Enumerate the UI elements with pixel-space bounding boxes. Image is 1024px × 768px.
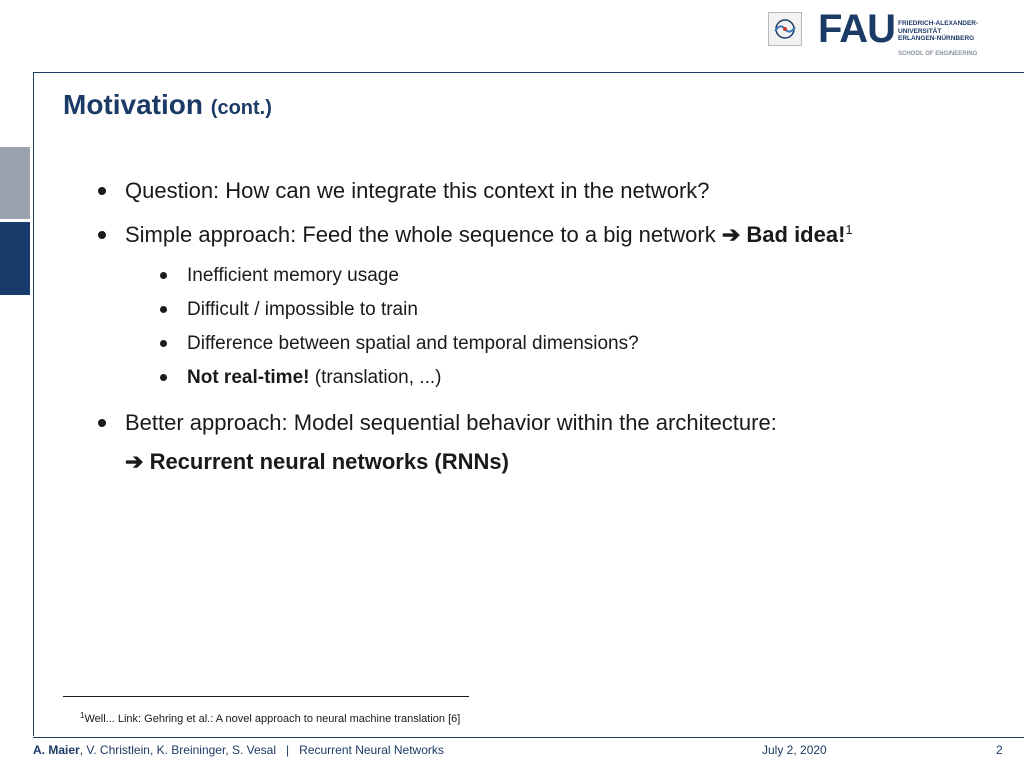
co-authors: , V. Christlein, K. Breininger, S. Vesal [79,743,277,757]
bullet-dot-icon [160,306,167,313]
sub-bullet-text: Difficult / impossible to train [187,299,418,320]
fau-wordmark: FAU [818,7,896,51]
bullet-list: Question: How can we integrate this cont… [95,175,995,478]
sub-bullet-text: (translation, ...) [314,367,442,388]
bullet-dot-icon [160,340,167,347]
bullet-question: Question: How can we integrate this cont… [95,175,995,207]
bullet-text: Question: How can we integrate this cont… [125,178,710,203]
footnote-text: Well... Link: Gehring et al.: A novel ap… [84,713,461,725]
bullet-dot-icon [98,231,106,239]
university-line-2: UNIVERSITÄT [898,27,942,35]
arrow-icon: ➔ [721,222,741,247]
footer-separator: | [286,743,290,757]
sub-bullet-text: Difference between spatial and temporal … [187,333,639,354]
sub-bullet-list: Inefficient memory usage Difficult / imp… [95,259,995,395]
university-name: FRIEDRICH-ALEXANDER- UNIVERSITÄT ERLANGE… [898,20,978,43]
course-title: Recurrent Neural Networks [299,743,444,757]
rnn-highlight: Recurrent neural networks (RNNs) [149,449,509,474]
footnote: 1Well... Link: Gehring et al.: A novel a… [80,711,461,726]
sub-bullet-realtime: Not real-time! (translation, ...) [157,361,995,395]
title-suffix: (cont.) [210,97,272,119]
footer-rule [33,737,1024,738]
sub-bullet-train: Difficult / impossible to train [157,293,995,327]
bullet-dot-icon [98,419,106,427]
fau-logo: FAU FRIEDRICH-ALEXANDER- UNIVERSITÄT ERL… [766,7,1006,62]
bullet-bold-text: Bad idea! [746,222,846,247]
sub-bullet-bold-text: Not real-time! [187,367,310,388]
slide-frame [33,72,1024,736]
footnote-mark: 1 [80,711,85,720]
bullet-dot-icon [160,374,167,381]
side-tab-grey [0,147,30,219]
footnote-ref: 1 [845,222,853,237]
emblem-icon [768,12,802,46]
footnote-rule [63,696,469,697]
bullet-better-approach: Better approach: Model sequential behavi… [95,407,995,439]
bullet-dot-icon [160,272,167,279]
slide-title: Motivation (cont.) [63,89,272,121]
lead-author: A. Maier [33,743,80,757]
school-name: SCHOOL OF ENGINEERING [898,51,978,57]
bullet-continuation: ➔ Recurrent neural networks (RNNs) [95,446,995,478]
footer: A. Maier, V. Christlein, K. Breininger, … [33,743,1003,757]
bullet-simple-approach: Simple approach: Feed the whole sequence… [95,219,995,251]
sub-bullet-dimensions: Difference between spatial and temporal … [157,327,995,361]
arrow-icon: ➔ [125,449,144,474]
university-line-3: ERLANGEN-NÜRNBERG [898,35,975,42]
side-tab-blue [0,222,30,295]
bullet-text: Simple approach: Feed the whole sequence… [125,222,716,247]
bullet-text: Better approach: Model sequential behavi… [125,410,777,435]
page-number: 2 [996,743,1003,757]
slide-date: July 2, 2020 [762,743,827,757]
title-main: Motivation [63,89,203,120]
sub-bullet-memory: Inefficient memory usage [157,259,995,293]
university-line-1: FRIEDRICH-ALEXANDER- [898,20,979,27]
sub-bullet-text: Inefficient memory usage [187,265,399,286]
bullet-dot-icon [98,187,106,195]
